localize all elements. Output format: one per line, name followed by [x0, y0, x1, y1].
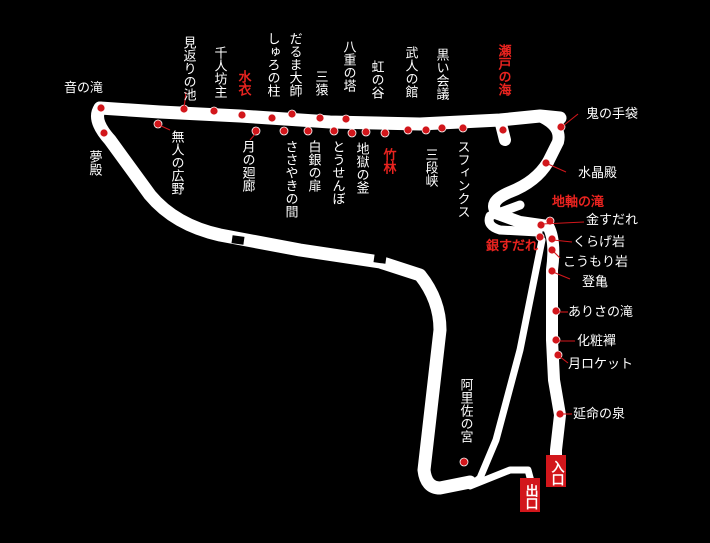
exit-label: 出口: [523, 483, 538, 510]
label-takebayashi: 竹林: [381, 147, 398, 175]
label-kuroi-kaigi: 黒い会議: [434, 48, 450, 100]
label-yume-dono: 夢殿: [87, 150, 103, 176]
label-arisa-no-miya: 阿里佐の宮: [458, 378, 474, 443]
label-sandankyo: 三段峡: [423, 148, 439, 187]
marker-hachijuu-no-tou[interactable]: [341, 114, 351, 124]
leader-lines: [158, 91, 585, 415]
label-munin-no-hiroba: 無人の広野: [169, 130, 185, 195]
marker-noborigame[interactable]: [547, 266, 557, 276]
label-oto-no-taki: 音の滝: [64, 80, 103, 96]
entrance-marker[interactable]: 入口: [546, 455, 566, 487]
marker-sphinx[interactable]: [458, 123, 468, 133]
label-suishoden: 水晶殿: [578, 166, 617, 181]
marker-seto-no-umi[interactable]: [498, 125, 508, 135]
label-koumori-iwa: こうもり岩: [563, 255, 628, 270]
notch: [231, 235, 245, 245]
marker-tousenbo[interactable]: [329, 126, 339, 136]
upper-corridor: [93, 101, 567, 131]
marker-suishoden[interactable]: [541, 158, 551, 168]
label-jigoku-no-kama: 地獄の釜: [354, 142, 370, 194]
marker-daruma-taishi[interactable]: [287, 109, 297, 119]
marker-sandankyo[interactable]: [421, 125, 431, 135]
marker-oni-no-tebukuro[interactable]: [556, 122, 566, 132]
label-seto-no-umi: 瀬戸の海: [496, 43, 512, 97]
marker-kurage-iwa[interactable]: [547, 234, 557, 244]
spot-labels: 音の滝 鬼の手袋 水晶殿 地軸の滝 金すだれ 銀すだれ くらげ岩 こうもり岩 登…: [64, 80, 638, 422]
marker-sennin-bozu[interactable]: [209, 106, 219, 116]
label-noborigame: 登亀: [582, 275, 608, 290]
marker-kin-sudare[interactable]: [536, 220, 546, 230]
entrance-label: 入口: [549, 460, 565, 486]
label-shuro-no-hashira: しゅろの柱: [265, 32, 281, 98]
exit-corridor: [466, 236, 546, 490]
label-sennin-bozu: 千人坊主: [212, 46, 228, 98]
vertical-labels: 夢殿 見返りの池 無人の広野 千人坊主 水衣 月の廻廊 しゅろの柱 だるま大師 …: [87, 32, 512, 443]
marker-tsuki-no-kairo[interactable]: [251, 126, 261, 136]
marker-bujin-no-yakata[interactable]: [403, 125, 413, 135]
marker-jigoku-no-kama[interactable]: [347, 128, 357, 138]
switchback: [484, 200, 543, 237]
marker-mizugoromo[interactable]: [237, 110, 247, 120]
marker-niji-no-tani[interactable]: [361, 127, 371, 137]
marker-keshou-fusuma[interactable]: [551, 335, 561, 345]
spot-markers: [96, 103, 566, 467]
label-gin-sudare: 銀すだれ: [486, 238, 538, 254]
marker-takebayashi[interactable]: [380, 128, 390, 138]
marker-hakugin-no-tobira[interactable]: [303, 126, 313, 136]
label-bujin-no-yakata: 武人の館: [403, 46, 419, 98]
marker-kuroi-kaigi[interactable]: [437, 123, 447, 133]
exit-marker[interactable]: 出口: [520, 478, 540, 512]
label-hachijuu-no-tou: 八重の塔: [341, 40, 357, 92]
label-arisa-no-taki: ありさの滝: [568, 305, 633, 320]
marker-yume-dono[interactable]: [99, 128, 109, 138]
label-tousenbo: とうせんぼ: [330, 140, 346, 205]
marker-munin-no-hiroba[interactable]: [153, 119, 163, 129]
label-tsuki-rocket: 月ロケット: [568, 357, 633, 372]
marker-arisa-no-taki[interactable]: [551, 306, 561, 316]
label-mizugoromo: 水衣: [236, 69, 252, 97]
label-enmei-no-izumi: 延命の泉: [573, 406, 625, 422]
label-mikaeri-no-ike: 見返りの池: [181, 36, 197, 101]
entrance-box: [546, 455, 566, 487]
marker-sanen[interactable]: [315, 113, 325, 123]
marker-shuro-no-hashira[interactable]: [267, 113, 277, 123]
label-keshou-fusuma: 化粧襌: [577, 333, 616, 349]
marker-arisa-no-miya[interactable]: [459, 457, 469, 467]
label-sanen: 三猿: [313, 70, 329, 97]
label-chijiku-no-taki: 地軸の滝: [552, 194, 604, 210]
label-tsuki-no-kairo: 月の廻廊: [240, 140, 256, 192]
notch: [373, 254, 387, 264]
label-kurage-iwa: くらげ岩: [573, 235, 625, 250]
label-sasayaki-no-ma: ささやきの間: [283, 140, 299, 219]
marker-gin-sudare[interactable]: [535, 232, 545, 242]
marker-sasayaki-no-ma[interactable]: [279, 126, 289, 136]
label-oni-no-tebukuro: 鬼の手袋: [586, 106, 638, 122]
exit-box: [520, 478, 540, 512]
label-niji-no-tani: 虹の谷: [369, 60, 385, 99]
label-sphinx: スフィンクス: [455, 140, 470, 218]
label-daruma-taishi: だるま大師: [287, 32, 303, 98]
marker-oto-no-taki[interactable]: [96, 103, 106, 113]
label-hakugin-no-tobira: 白銀の扉: [306, 139, 322, 192]
label-kin-sudare: 金すだれ: [586, 212, 638, 228]
